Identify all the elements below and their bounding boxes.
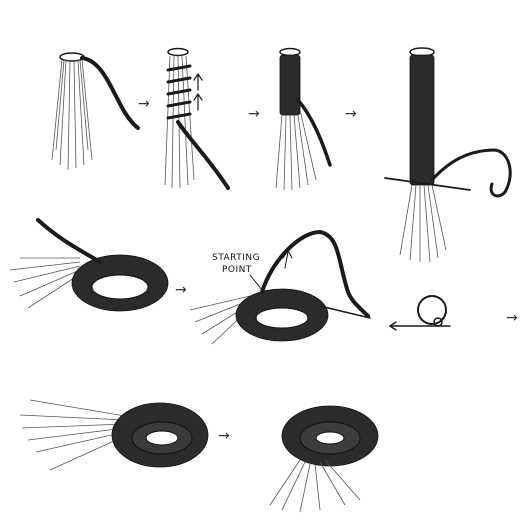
step-7-larger-coil (20, 400, 208, 470)
arrow-step-2-3: → (248, 106, 260, 122)
starting-point-label-line1: STARTING (212, 253, 260, 263)
arrow-step-3-4: → (345, 106, 357, 122)
step-6-coil-with-starting-point: STARTING POINT (190, 232, 370, 344)
step-4-long-wrapped-coil-with-needle (385, 48, 510, 262)
arrow-step-6-7: → (506, 310, 518, 326)
step-1-bundle-with-binder (52, 53, 138, 170)
arrow-step-5-6: → (175, 282, 187, 298)
step-2-wrapping-bundle (165, 49, 228, 189)
loop-stitch-detail (390, 296, 450, 330)
arrow-step-1-2: → (138, 96, 150, 112)
step-8-finished-coil (270, 406, 378, 512)
arrow-step-7-8: → (218, 428, 230, 444)
starting-point-label-line2: POINT (222, 265, 252, 275)
step-3-wrapped-bundle (276, 49, 330, 191)
step-5-first-coil (10, 220, 168, 311)
